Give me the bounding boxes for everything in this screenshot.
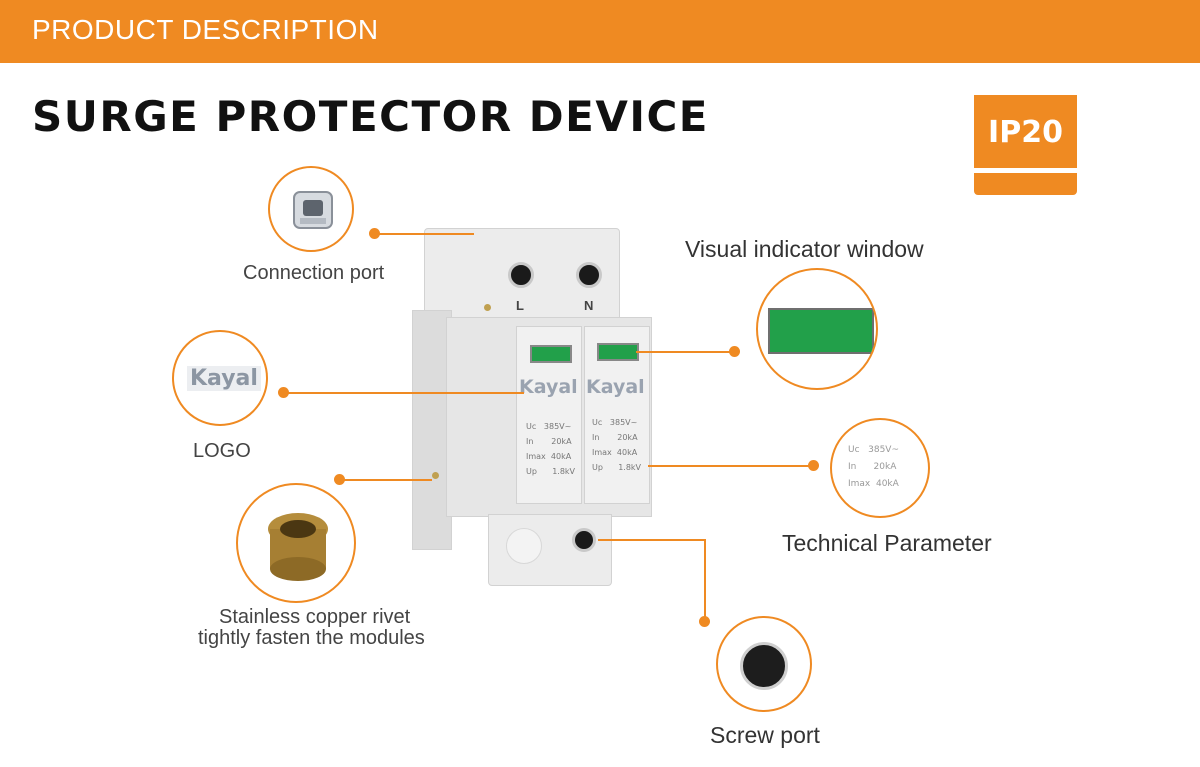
ip-rating-badge: IP20	[974, 95, 1077, 195]
spec-value: 20kA	[551, 437, 572, 446]
rivet-label-line1: Stainless copper rivet	[219, 606, 411, 628]
spec-value: 40kA	[550, 452, 572, 461]
badge-bottom	[974, 173, 1077, 195]
spec-key: Up	[526, 467, 537, 476]
screw-port-zoom-hole	[740, 642, 788, 690]
rivet-leader	[344, 479, 432, 481]
indicator-window-left	[530, 345, 572, 363]
indicator-dot	[729, 346, 740, 357]
indicator-leader	[636, 351, 730, 353]
technical-leader	[648, 465, 810, 467]
screw-port-dot	[699, 616, 710, 627]
header-bar	[0, 0, 1200, 63]
terminal-label-n: N	[584, 298, 594, 313]
technical-label: Technical Parameter	[782, 530, 992, 556]
spec-value: 1.8kV	[552, 467, 576, 476]
indicator-zoom	[756, 268, 878, 390]
indicator-label: Visual indicator window	[685, 236, 924, 262]
logo-zoom-text: Kayal	[187, 366, 261, 391]
badge-top	[974, 95, 1077, 168]
tech-line-1: Uc 385V~	[848, 445, 899, 455]
spec-value: 20kA	[617, 433, 638, 442]
spec-value: 1.8kV	[618, 463, 642, 472]
spec-key: Uc	[526, 422, 537, 431]
spec-key: In	[592, 433, 600, 442]
badge-text: IP20	[988, 115, 1063, 150]
spec-key: Imax	[526, 452, 546, 461]
indicator-zoom-window	[768, 308, 874, 354]
spec-key: In	[526, 437, 534, 446]
rivet-small	[432, 472, 439, 479]
logo-leader	[288, 392, 524, 394]
header-title: PRODUCT DESCRIPTION	[32, 14, 379, 45]
tech-line-3: Imax 40kA	[848, 479, 899, 489]
technical-zoom-text: Uc 385V~ In 20kA Imax 40kA	[848, 442, 899, 493]
screw-port-label: Screw port	[710, 722, 820, 748]
screw-port-hole	[572, 528, 596, 552]
brand-logo-right: Kayal	[586, 376, 645, 398]
connection-port-dot	[369, 228, 380, 239]
terminal-label-l: L	[516, 298, 524, 313]
tech-line-2: In 20kA	[848, 462, 897, 472]
screw-port-leader-h	[598, 539, 705, 541]
bottom-cap	[506, 528, 542, 564]
logo-label: LOGO	[193, 440, 251, 462]
spec-table-left: Uc 385V~ In 20kA Imax 40kA Up 1.8kV	[526, 419, 575, 479]
connection-port-label: Connection port	[243, 262, 385, 284]
connection-port-leader	[378, 233, 474, 235]
technical-dot	[808, 460, 819, 471]
connection-port-zoom	[268, 166, 354, 252]
copper-rivet-icon	[268, 513, 328, 581]
page-title: SURGE PROTECTOR DEVICE	[32, 92, 709, 141]
indicator-window-right	[597, 343, 639, 361]
rivet-zoom	[236, 483, 356, 603]
spec-key: Up	[592, 463, 603, 472]
screw-port-zoom	[716, 616, 812, 712]
spec-key: Uc	[592, 418, 603, 427]
rivet-label-line2: tightly fasten the modules	[198, 627, 425, 649]
spec-table-right: Uc 385V~ In 20kA Imax 40kA Up 1.8kV	[592, 415, 641, 475]
terminal-hole-left	[508, 262, 534, 288]
technical-zoom: Uc 385V~ In 20kA Imax 40kA	[830, 418, 930, 518]
spec-key: Imax	[592, 448, 612, 457]
spec-value: 40kA	[616, 448, 638, 457]
rivet-dot	[334, 474, 345, 485]
brand-logo-left: Kayal	[519, 376, 578, 398]
spec-value: 385V~	[609, 418, 638, 427]
connection-port-icon	[293, 191, 333, 229]
spec-value: 385V~	[543, 422, 572, 431]
screw-port-leader-v	[704, 539, 706, 620]
terminal-hole-right	[576, 262, 602, 288]
logo-zoom: Kayal	[172, 330, 268, 426]
screw-head	[484, 304, 491, 311]
logo-dot	[278, 387, 289, 398]
